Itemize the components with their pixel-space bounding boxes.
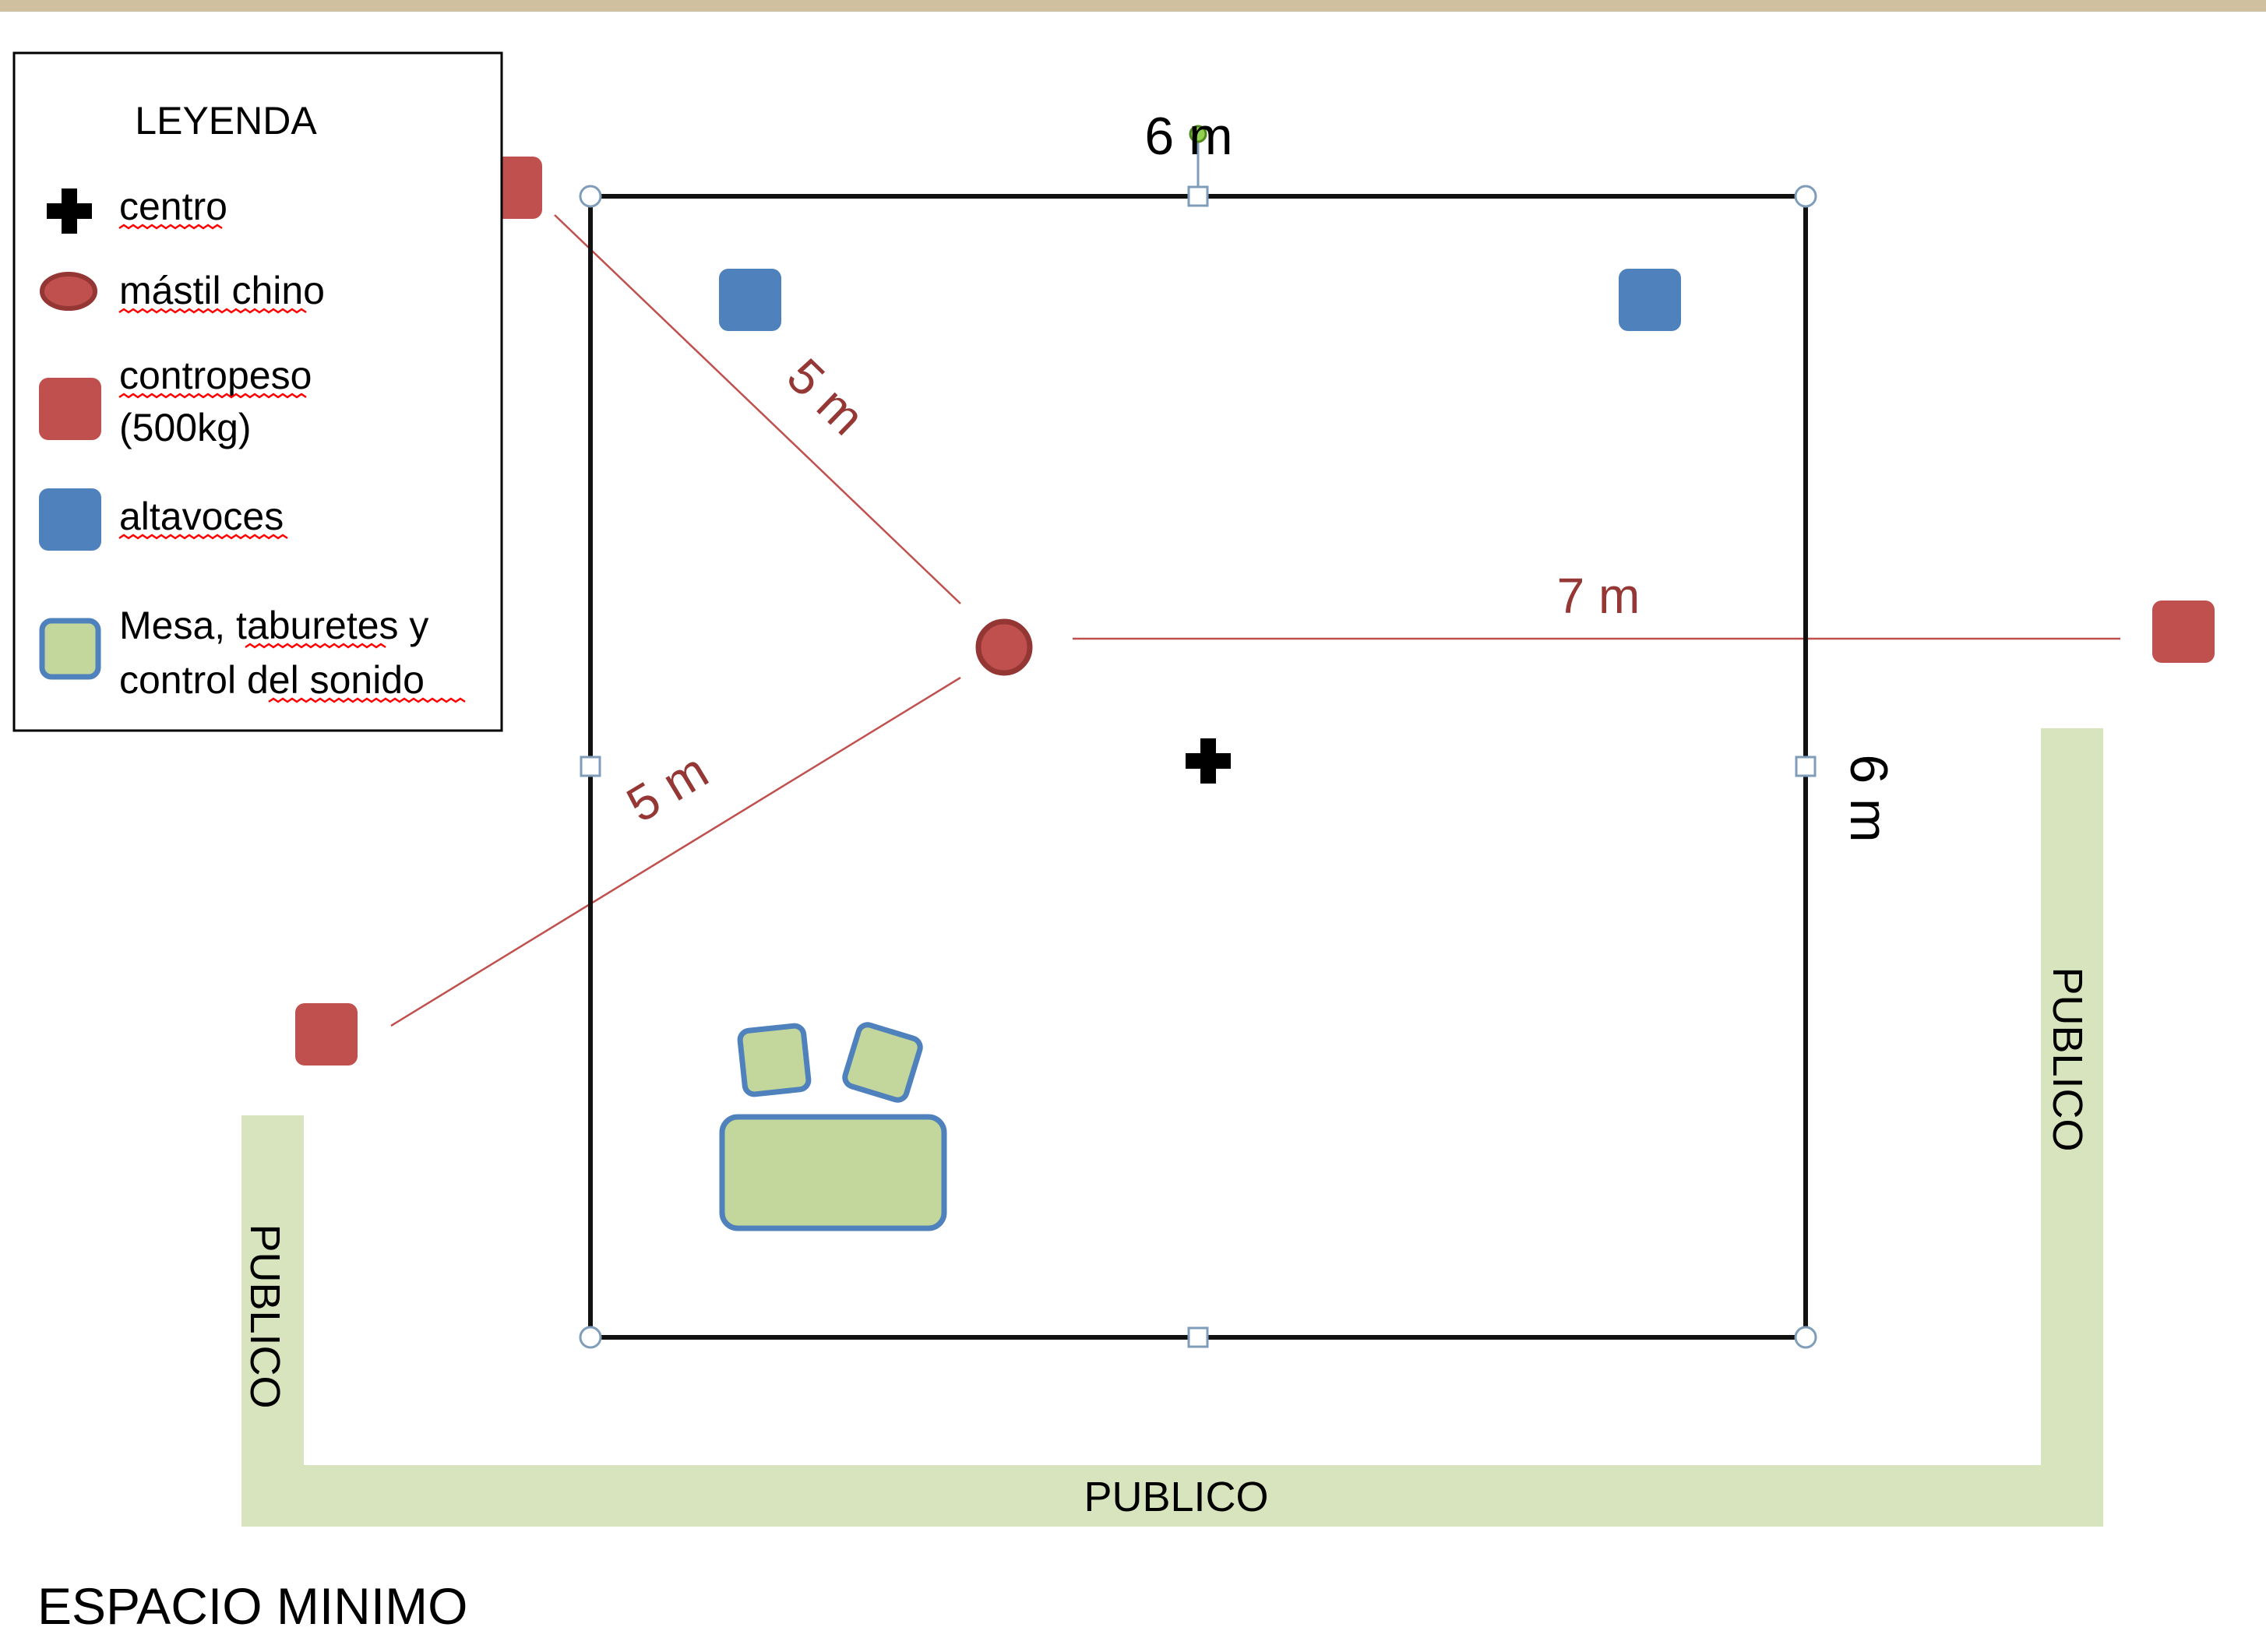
resize-handle-bottom[interactable] — [1187, 1326, 1209, 1348]
dimension-top: 6 m — [1144, 107, 1232, 166]
resize-handle-right[interactable] — [1795, 756, 1817, 777]
spellcheck-underline — [118, 308, 307, 314]
guy-line-lower — [390, 676, 961, 1027]
spellcheck-underline — [118, 224, 223, 230]
stool-left[interactable] — [737, 1023, 812, 1097]
dimension-upper-guy: 5 m — [777, 347, 876, 446]
guy-lines — [390, 214, 2120, 1027]
speaker-right[interactable] — [1619, 269, 1681, 331]
sound-desk[interactable] — [719, 1114, 947, 1231]
legend-label-altavoces: altavoces — [119, 495, 284, 538]
public-label-right: PUBLICO — [2044, 967, 2091, 1151]
public-area: PUBLICO PUBLICO PUBLICO — [241, 728, 2103, 1527]
caption: ESPACIO MINIMO — [37, 1577, 468, 1635]
center-cross-icon — [1186, 738, 1231, 784]
dimension-lower-guy: 5 m — [617, 742, 717, 833]
spellcheck-underline — [268, 697, 466, 703]
public-band-left — [241, 1115, 304, 1527]
public-band-bottom — [241, 1465, 2103, 1527]
resize-handle-left[interactable] — [580, 756, 601, 777]
legend-label-centro: centro — [119, 185, 227, 228]
counterweight-right[interactable] — [2152, 601, 2215, 663]
spellcheck-underline — [118, 393, 307, 399]
legend-label-mesa: Mesa, taburetes y — [119, 604, 428, 647]
public-label-left: PUBLICO — [241, 1224, 288, 1408]
public-label-bottom: PUBLICO — [1084, 1474, 1268, 1520]
guy-line-upper — [554, 214, 961, 604]
resize-handle-bottom-left[interactable] — [579, 1326, 602, 1349]
legend-title: LEYENDA — [135, 99, 317, 143]
sound-control-area[interactable] — [719, 1022, 947, 1231]
spellcheck-underline — [118, 534, 288, 540]
legend-label-contropeso: contropeso — [119, 354, 312, 397]
resize-handle-top[interactable] — [1187, 185, 1209, 207]
legend-ellipse-icon — [40, 272, 97, 311]
dimension-right: 6 m — [1839, 754, 1898, 842]
resize-handle-top-left[interactable] — [579, 185, 602, 208]
legend-cross-icon — [47, 188, 92, 234]
legend-label-control: control del sonido — [119, 658, 425, 702]
public-band-right — [2041, 728, 2103, 1527]
chinese-mast[interactable] — [975, 618, 1033, 676]
stage-area[interactable] — [579, 125, 1817, 1349]
dimension-right-guy: 7 m — [1557, 568, 1640, 624]
rotation-handle[interactable] — [1189, 125, 1207, 143]
resize-handle-top-right[interactable] — [1794, 185, 1817, 208]
legend-red-square-icon — [39, 378, 101, 440]
top-border-strip — [0, 0, 2266, 12]
stool-right[interactable] — [842, 1022, 923, 1103]
speaker-left[interactable] — [719, 269, 781, 331]
legend-blue-square-icon — [39, 488, 101, 551]
legend-label-contropeso-weight: (500kg) — [119, 406, 252, 449]
resize-handle-bottom-right[interactable] — [1794, 1326, 1817, 1349]
legend-green-square-icon — [39, 618, 101, 680]
counterweight-bottom-left[interactable] — [295, 1003, 358, 1066]
legend: LEYENDA centro mástil chino contropeso (… — [12, 51, 503, 732]
spellcheck-underline — [245, 643, 386, 649]
legend-label-mastil: mástil chino — [119, 269, 325, 312]
